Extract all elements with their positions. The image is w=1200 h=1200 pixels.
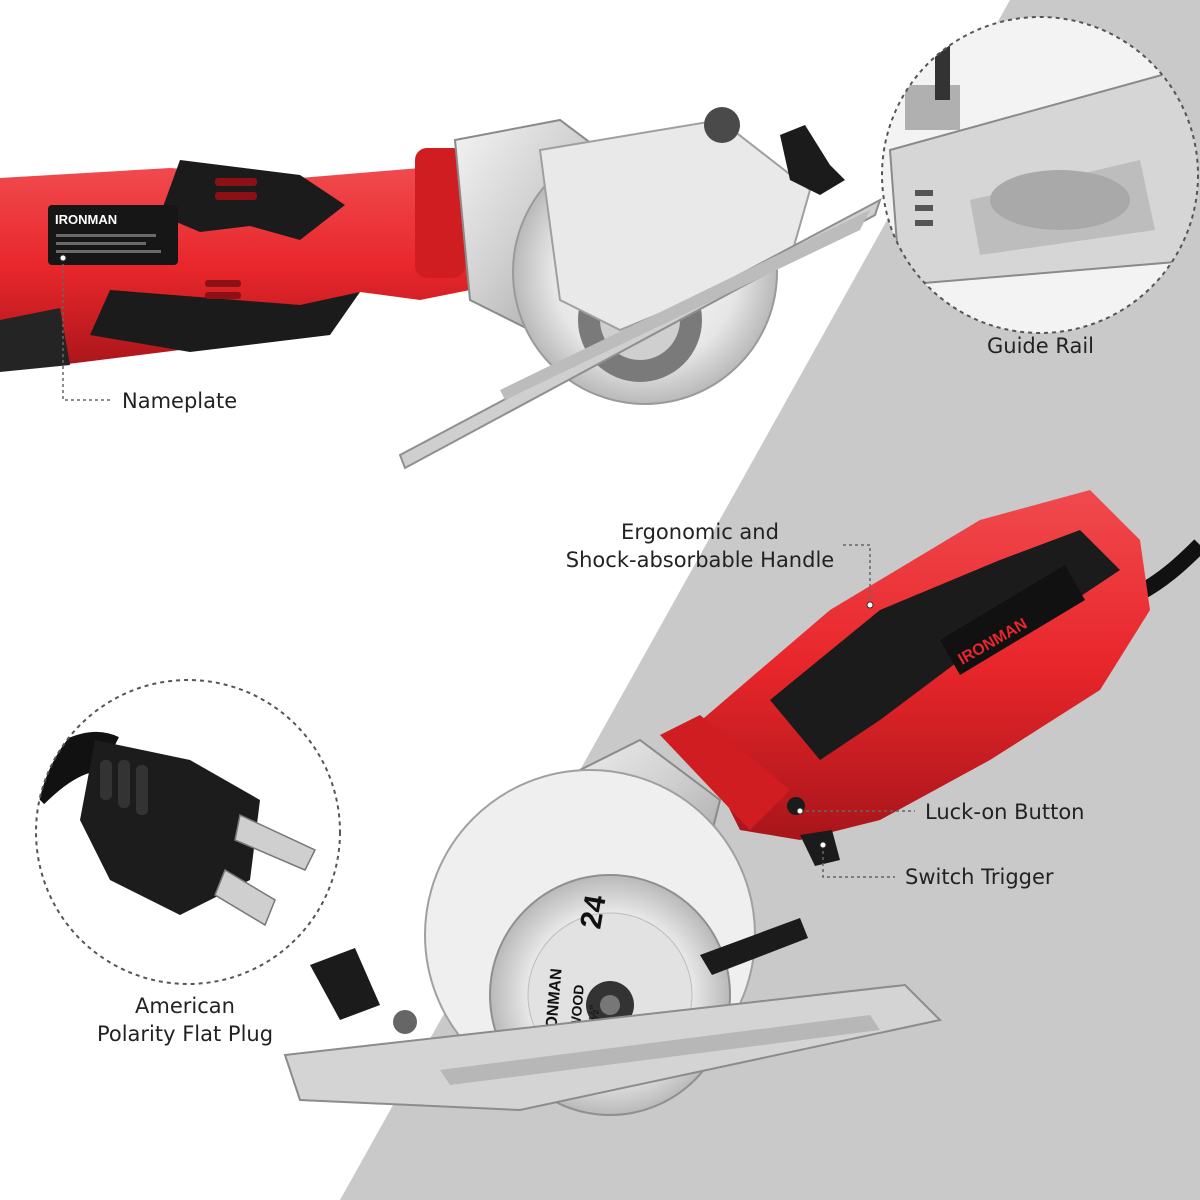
guide-rail-label: Guide Rail [987,334,1095,358]
handle-label-line2: Shock-absorbable Handle [565,548,835,572]
bottom-saw-collar [660,715,790,830]
guide-rail-zoom [881,16,1199,334]
top-saw-collar [415,148,465,278]
blade-teeth-count: 24 [574,892,612,931]
lock-on-button-label: Luck-on Button [925,800,1085,824]
top-saw-black-lower [0,308,70,372]
switch-trigger-leader [822,845,895,878]
handle-label: Ergonomic and Shock-absorbable Handle [560,518,840,574]
nameplate-label: Nameplate [122,389,238,413]
bottom-saw-bevel-knob [700,918,808,975]
plug-prong-bottom [214,868,276,927]
switch-trigger-label: Switch Trigger [905,865,1054,889]
plug-label: American Polarity Flat Plug [80,992,290,1048]
nameplate-leader [62,258,112,401]
bottom-saw-front-knob [310,948,380,1020]
plug-prong-top [234,813,317,871]
switch-trigger [800,830,840,866]
plug-zoom [35,679,341,985]
plug-label-line1: American [135,994,235,1018]
top-saw-vents [205,178,257,299]
top-saw-brand: IRONMAN [55,212,117,227]
blade-type: WOOD [567,984,587,1030]
plug-label-line2: Polarity Flat Plug [96,1022,274,1046]
top-saw: IRONMAN [0,107,882,470]
handle-label-line1: Ergonomic and [621,520,779,544]
bottom-saw: IRONMAN 24 IRONMAN WOOD 4½" [283,490,1200,1116]
top-saw-depth-knob [780,125,845,195]
bottom-saw-vents [906,601,945,656]
top-saw-nameplate-lines [56,234,161,253]
handle-leader [840,544,871,605]
top-saw-black-underside [90,290,360,352]
